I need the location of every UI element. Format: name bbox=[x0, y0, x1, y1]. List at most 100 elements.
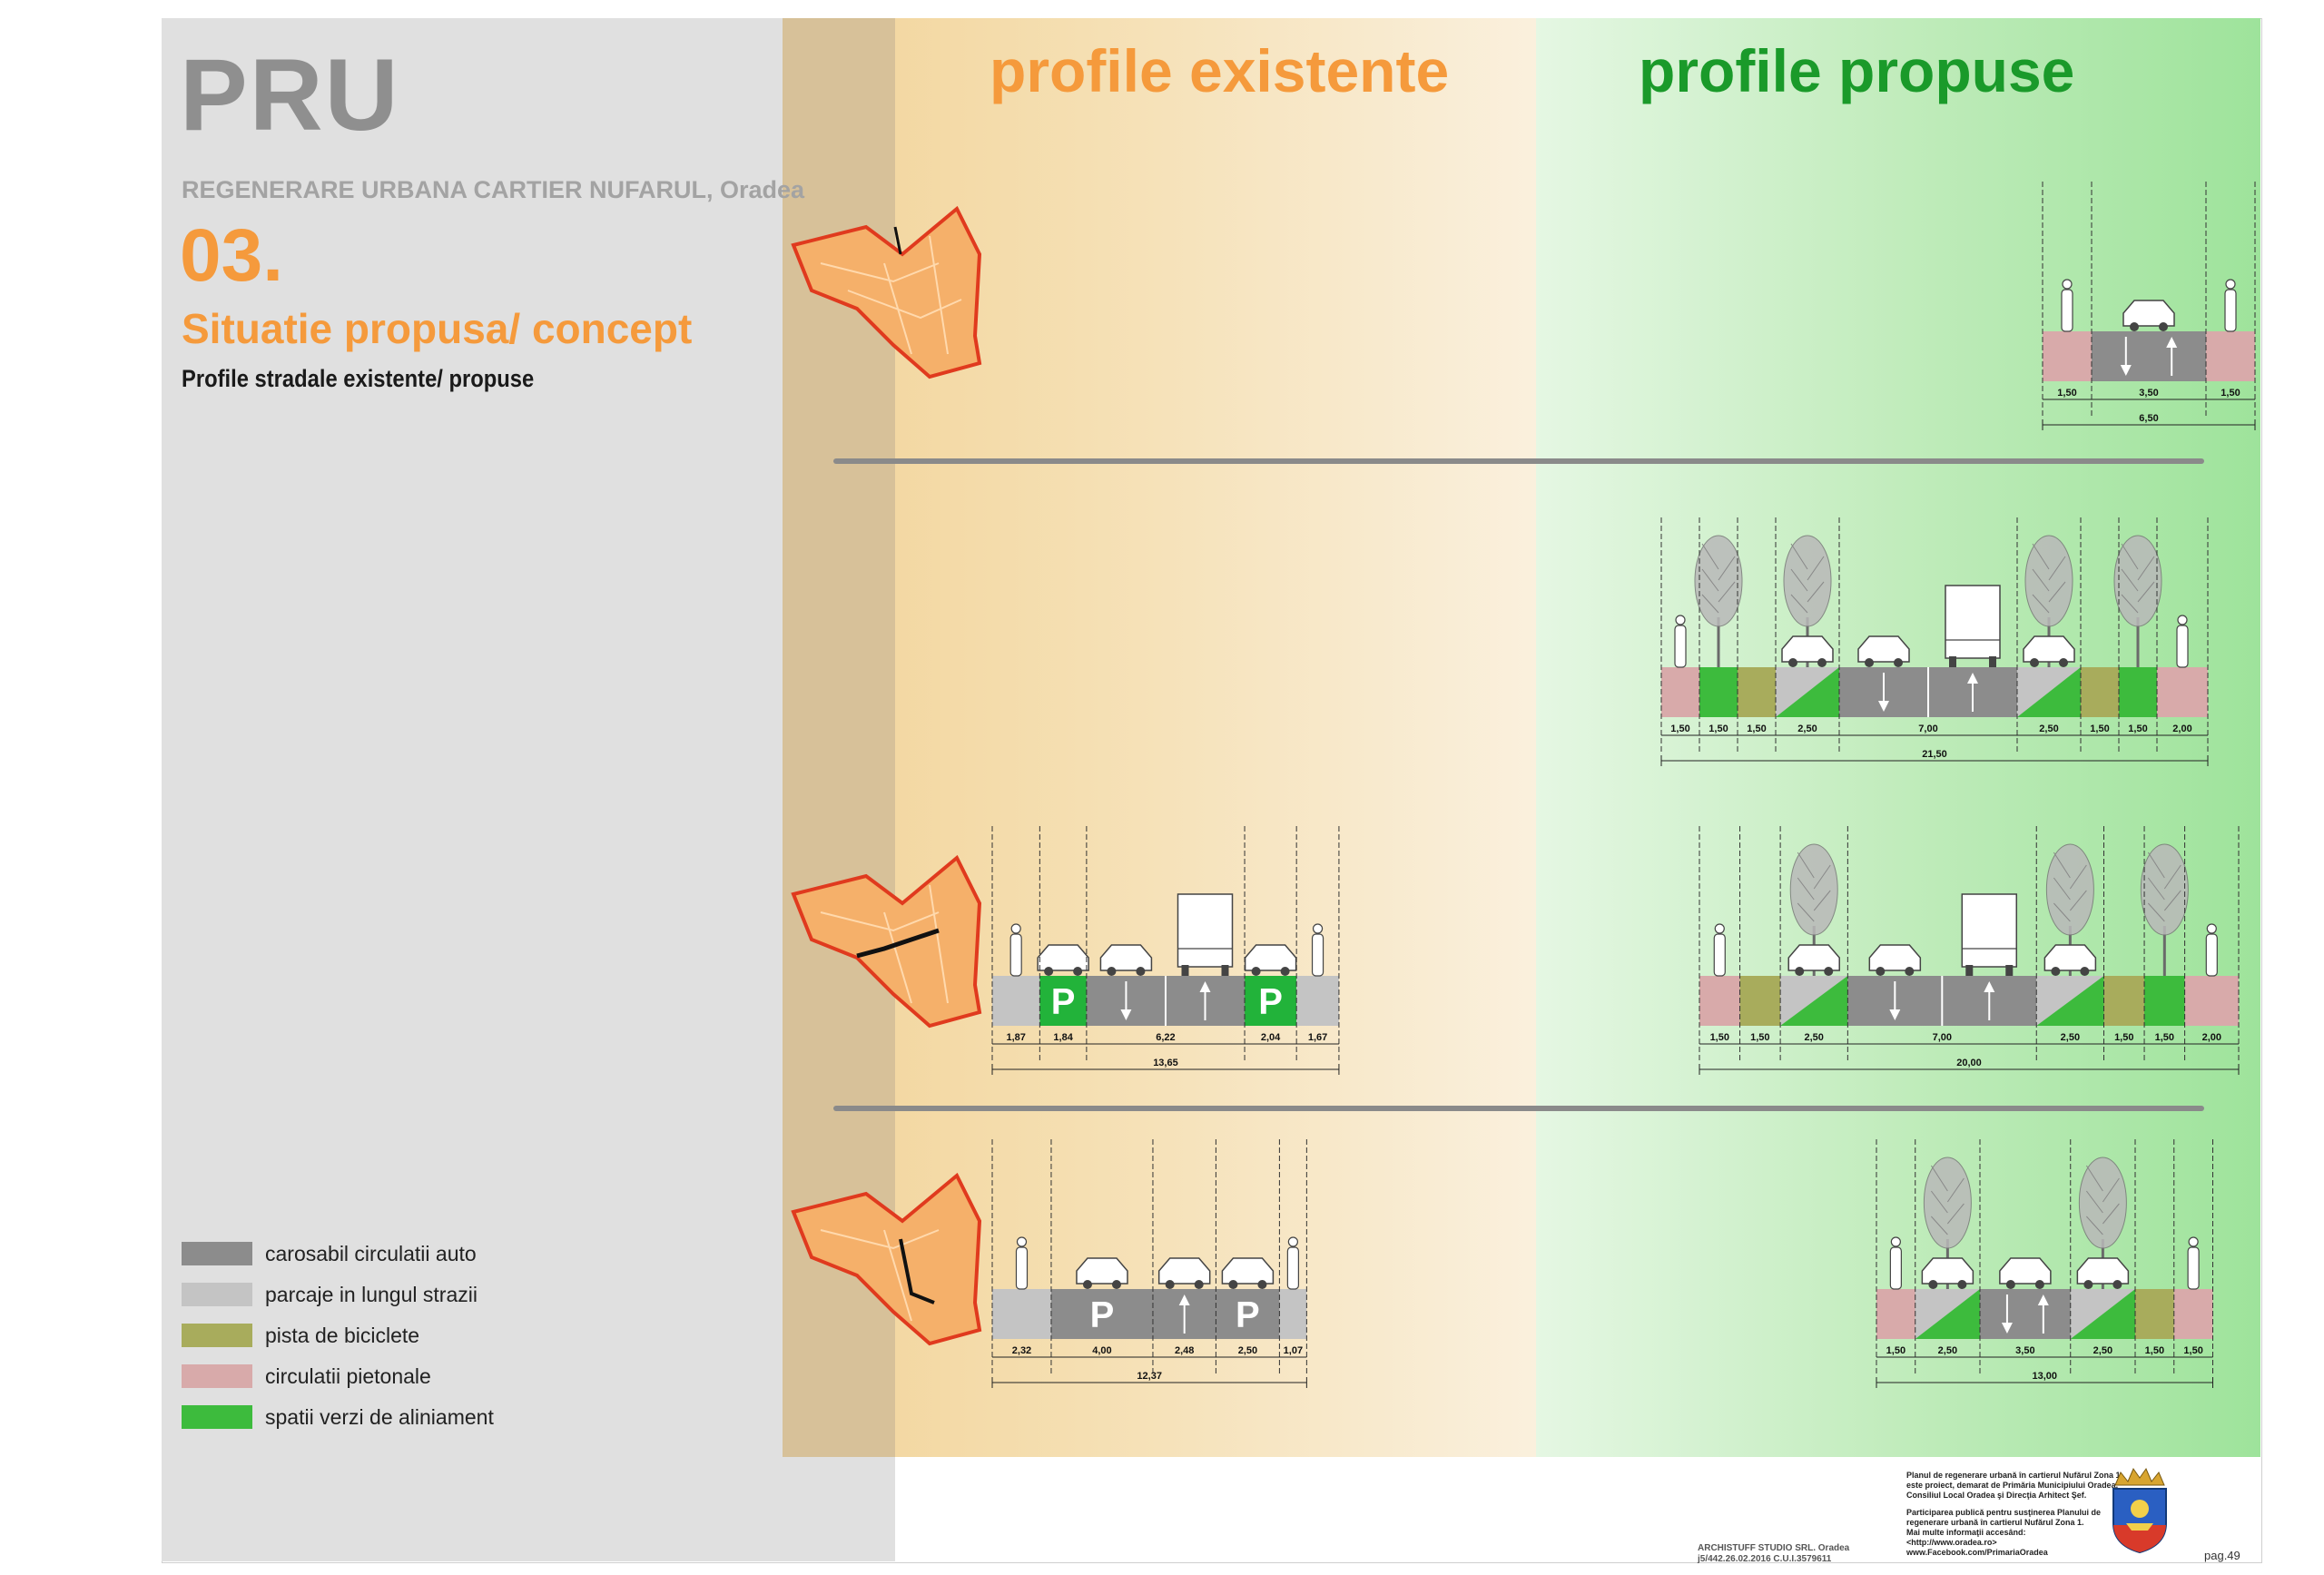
pedestrian-figure bbox=[1674, 625, 1687, 668]
project-subtitle: REGENERARE URBANA CARTIER NUFARUL, Orade… bbox=[182, 176, 805, 203]
car-icon bbox=[1999, 1257, 2052, 1285]
segment-width-label: 2,04 bbox=[1261, 1032, 1281, 1043]
pedestrian-figure bbox=[2205, 933, 2218, 977]
profile-segment-pedestrian bbox=[2184, 976, 2239, 1026]
key-map-street bbox=[820, 911, 940, 932]
pedestrian-figure bbox=[1312, 923, 1324, 934]
footer-participation: Participarea publică pentru susţinerea P… bbox=[1906, 1508, 2102, 1527]
pedestrian-figure bbox=[1009, 933, 1022, 977]
car-wheel bbox=[2005, 1280, 2015, 1289]
pedestrian-figure bbox=[2177, 615, 2188, 625]
segment-width-label: 2,50 bbox=[2093, 1345, 2112, 1356]
pedestrian-figure bbox=[2061, 289, 2073, 332]
tree-crown bbox=[2113, 535, 2162, 627]
tree-crown bbox=[2024, 535, 2073, 627]
profile-segment-parking bbox=[992, 1289, 1051, 1339]
footer-link-facebook[interactable]: www.Facebook.com/PrimariaOradea bbox=[1906, 1548, 2048, 1557]
tree-branch bbox=[2053, 877, 2071, 901]
studio-ref: j5/442.26.02.2016 C.U.I.3579611 bbox=[1698, 1554, 1832, 1564]
profile-segment-parking bbox=[1279, 1289, 1307, 1339]
profile-segment-bike bbox=[1739, 976, 1781, 1026]
segment-width-label: 2,50 bbox=[1238, 1345, 1257, 1356]
truck-icon bbox=[1961, 893, 2018, 968]
direction-arrow-icon bbox=[1889, 1009, 1901, 1020]
segment-width-label: 1,50 bbox=[2145, 1345, 2164, 1356]
car-wheel bbox=[1044, 967, 1054, 976]
tree-branch bbox=[2086, 1216, 2103, 1235]
key-map-section-marker bbox=[899, 1238, 935, 1304]
profile-segment-pedestrian bbox=[2173, 1289, 2213, 1339]
car-wheel bbox=[1894, 658, 1903, 667]
segment-width-label: 1,50 bbox=[1750, 1032, 1769, 1043]
profile-segment-green bbox=[2036, 976, 2104, 1026]
tree-branch bbox=[1797, 877, 1815, 901]
tree-branch bbox=[2069, 890, 2087, 911]
tree-branch bbox=[1813, 890, 1831, 911]
tree-branch bbox=[2137, 581, 2155, 603]
footer-more-info: Mai multe informaţii accesând: bbox=[1906, 1528, 2026, 1537]
tree-branch bbox=[2137, 556, 2155, 581]
car-wheel bbox=[2034, 1280, 2044, 1289]
car-wheel bbox=[1817, 658, 1827, 667]
legend-swatch bbox=[182, 1242, 252, 1265]
segment-width-label: 2,50 bbox=[2061, 1032, 2080, 1043]
segment-width-label: 2,48 bbox=[1175, 1345, 1194, 1356]
car-wheel bbox=[1136, 967, 1146, 976]
profile-segment-park-green bbox=[1245, 976, 1297, 1026]
direction-arrow-icon bbox=[2120, 365, 2132, 376]
segment-width-label: 6,22 bbox=[1156, 1032, 1175, 1043]
segment-width-label: 1,67 bbox=[1308, 1032, 1327, 1043]
direction-arrow-icon bbox=[1878, 701, 1889, 712]
segment-width-label: 1,50 bbox=[1670, 724, 1689, 734]
car-wheel bbox=[1073, 967, 1083, 976]
proposed-profiles-band bbox=[1536, 18, 2260, 1457]
tree-branch bbox=[1701, 543, 1719, 570]
segment-width-label: 2,32 bbox=[1012, 1345, 1031, 1356]
tree-branch bbox=[1807, 556, 1825, 581]
profile-segment-pedestrian bbox=[2043, 331, 2092, 381]
footer-link-site[interactable]: <http://www.oradea.ro> bbox=[1906, 1538, 1997, 1547]
tree-branch bbox=[1701, 568, 1719, 592]
direction-arrow-icon bbox=[1120, 1009, 1132, 1020]
pedestrian-figure bbox=[1675, 615, 1686, 625]
section-subtitle: Profile stradale existente/ propuse bbox=[182, 365, 535, 392]
profile-segment-bike bbox=[2135, 1289, 2174, 1339]
profile-segment-bike bbox=[2103, 976, 2145, 1026]
profile-segment-green bbox=[1780, 976, 1848, 1026]
car-wheel bbox=[1788, 658, 1797, 667]
truck-wheel bbox=[1181, 965, 1189, 976]
tree-branch bbox=[1797, 902, 1815, 922]
total-width-label: 12,37 bbox=[1137, 1371, 1162, 1382]
direction-arrow-icon bbox=[1199, 981, 1211, 992]
tree-crown bbox=[1783, 535, 1832, 627]
tree-crown bbox=[2045, 843, 2094, 936]
total-width-label: 6,50 bbox=[2139, 413, 2158, 424]
profile-segment-bike bbox=[1738, 667, 1776, 717]
legend-label: carosabil circulatii auto bbox=[265, 1242, 477, 1265]
segment-width-label: 3,50 bbox=[2139, 388, 2158, 399]
profile-segment-pedestrian bbox=[1661, 667, 1699, 717]
existing-profiles-title: profile existente bbox=[990, 37, 1450, 104]
pedestrian-figure bbox=[2188, 1236, 2199, 1247]
total-width-label: 13,65 bbox=[1153, 1058, 1178, 1068]
legend-swatch bbox=[182, 1324, 252, 1347]
footer-description: Planul de regenerare urbană în cartierul… bbox=[1906, 1471, 2121, 1500]
car-wheel bbox=[1111, 1280, 1121, 1289]
truck-wheel bbox=[2005, 965, 2014, 976]
segment-width-label: 2,50 bbox=[1938, 1345, 1957, 1356]
tree-branch bbox=[2069, 864, 2087, 890]
profile-segment-green bbox=[1776, 667, 1839, 717]
pedestrian-figure bbox=[1010, 923, 1021, 934]
segment-width-label: 1,50 bbox=[2057, 388, 2076, 399]
tree-branch bbox=[2048, 556, 2066, 581]
segment-width-label: 2,50 bbox=[1805, 1032, 1824, 1043]
direction-arrow-icon bbox=[2166, 337, 2178, 348]
key-map-street bbox=[883, 1229, 912, 1322]
profile-segment-green bbox=[2144, 976, 2185, 1026]
